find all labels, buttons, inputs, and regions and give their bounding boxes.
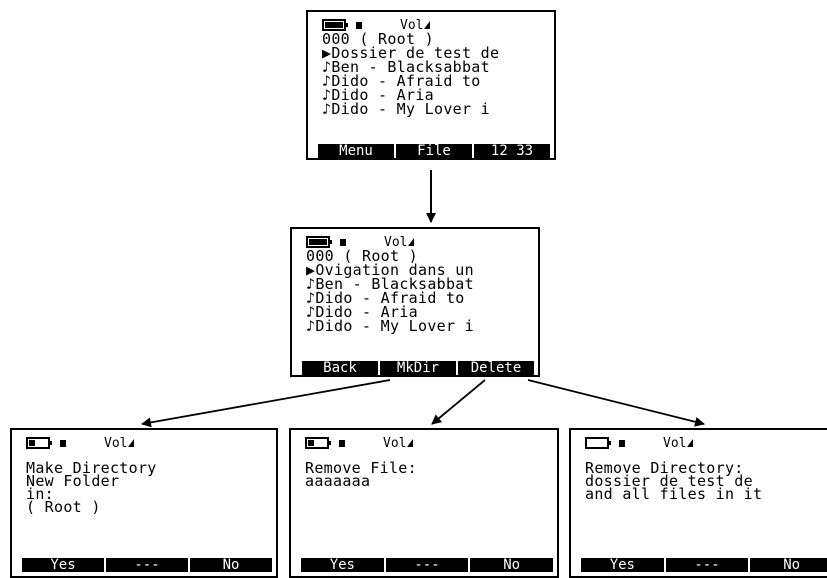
play-state-icon <box>60 439 66 447</box>
selection-cursor-icon: ▶ <box>306 261 316 279</box>
play-state-icon <box>339 439 345 447</box>
softkey-bar: Yes --- No <box>301 558 554 572</box>
no-button[interactable]: No <box>190 558 272 572</box>
softkey-bar: Yes --- No <box>22 558 272 572</box>
volume-icon <box>407 438 414 447</box>
yes-button[interactable]: Yes <box>581 558 664 572</box>
list-item-selected[interactable]: ▶Dossier de test de <box>322 44 550 62</box>
volume-icon <box>687 438 694 447</box>
battery-icon <box>322 19 348 31</box>
softkey-file[interactable]: File <box>396 144 472 158</box>
no-button[interactable]: No <box>750 558 827 572</box>
screen-middle: Vol 000 ( Root ) ▶Ovigation dans un♪Ben … <box>290 227 540 377</box>
list-item[interactable]: ♪Dido - My Lover i <box>306 317 534 335</box>
list-item-label: Ben - Blacksabbat <box>315 275 474 293</box>
list-item[interactable]: ♪Dido - Aria <box>322 86 550 104</box>
list-item-label: Ovigation dans un <box>315 261 474 279</box>
softkey-back[interactable]: Back <box>302 361 378 375</box>
softkey-bar: Back MkDir Delete <box>302 361 534 375</box>
list-item-label: Dido - Afraid to <box>331 72 481 90</box>
status-bar: Vol <box>322 18 550 33</box>
blank-softkey[interactable]: --- <box>385 558 469 572</box>
volume-icon <box>408 237 415 246</box>
arrow-middle-to-remove-dir <box>527 379 705 427</box>
dialog-line: dossier de test de <box>585 472 753 490</box>
list-item-label: Dido - My Lover i <box>331 100 490 118</box>
softkey-bar: Yes --- No <box>581 558 827 572</box>
no-button[interactable]: No <box>470 558 554 572</box>
status-bar: Vol <box>305 436 553 451</box>
battery-icon <box>305 437 331 449</box>
music-note-icon: ♪ <box>306 303 316 321</box>
dialog-remove-file: Vol Remove File: aaaaaaa Yes --- No <box>289 428 559 578</box>
volume-indicator: Vol <box>384 235 415 250</box>
music-note-icon: ♪ <box>322 86 332 104</box>
selection-cursor-icon: ▶ <box>322 44 332 62</box>
folder-path: 000 ( Root ) <box>322 30 434 48</box>
blank-softkey[interactable]: --- <box>665 558 749 572</box>
volume-indicator: Vol <box>383 436 414 451</box>
list-item[interactable]: ♪Dido - Aria <box>306 303 534 321</box>
arrow-middle-to-mkdir <box>141 379 391 428</box>
volume-icon <box>424 20 431 29</box>
dialog-line: Remove File: <box>305 459 417 477</box>
folder-path: 000 ( Root ) <box>306 247 418 265</box>
screen-top: Vol 000 ( Root ) ▶Dossier de test de♪Ben… <box>306 10 556 160</box>
music-note-icon: ♪ <box>306 289 316 307</box>
volume-indicator: Vol <box>663 436 694 451</box>
softkey-menu[interactable]: Menu <box>318 144 394 158</box>
list-item-label: Ben - Blacksabbat <box>331 58 490 76</box>
music-note-icon: ♪ <box>306 275 316 293</box>
blank-softkey[interactable]: --- <box>106 558 188 572</box>
arrow-middle-to-remove-file <box>431 379 486 425</box>
volume-icon <box>128 438 135 447</box>
play-state-icon <box>356 21 362 29</box>
music-note-icon: ♪ <box>322 72 332 90</box>
softkey-bar: Menu File 12 33 <box>318 144 550 158</box>
list-item-selected[interactable]: ▶Ovigation dans un <box>306 261 534 279</box>
battery-icon <box>306 236 332 248</box>
list-item[interactable]: ♪Dido - Afraid to <box>322 72 550 90</box>
softkey-delete[interactable]: Delete <box>458 361 534 375</box>
list-item-label: Dido - My Lover i <box>315 317 474 335</box>
music-note-icon: ♪ <box>322 100 332 118</box>
status-bar: Vol <box>306 235 534 250</box>
dialog-line: Make Directory <box>26 459 157 477</box>
list-item[interactable]: ♪Dido - Afraid to <box>306 289 534 307</box>
list-item-label: Dossier de test de <box>331 44 500 62</box>
status-bar: Vol <box>26 436 272 451</box>
list-item[interactable]: ♪Ben - Blacksabbat <box>322 58 550 76</box>
list-item-label: Dido - Afraid to <box>315 289 465 307</box>
dialog-line: Remove Directory: <box>585 459 744 477</box>
dialog-line: in: <box>26 485 54 503</box>
softkey-mkdir[interactable]: MkDir <box>380 361 456 375</box>
battery-icon <box>26 437 52 449</box>
play-state-icon <box>619 439 625 447</box>
dialog-line: ( Root ) <box>26 498 101 516</box>
list-item-label: Dido - Aria <box>331 86 434 104</box>
yes-button[interactable]: Yes <box>301 558 384 572</box>
volume-indicator: Vol <box>400 18 431 33</box>
list-item[interactable]: ♪Dido - My Lover i <box>322 100 550 118</box>
music-note-icon: ♪ <box>306 317 316 335</box>
volume-indicator: Vol <box>104 436 135 451</box>
music-note-icon: ♪ <box>322 58 332 76</box>
dialog-make-directory: Vol Make Directory New Folder in: ( Root… <box>10 428 278 578</box>
softkey-clock[interactable]: 12 33 <box>474 144 550 158</box>
dialog-line: aaaaaaa <box>305 472 371 490</box>
dialog-remove-directory: Vol Remove Directory: dossier de test de… <box>569 428 827 578</box>
dialog-line: and all files in it <box>585 485 763 503</box>
yes-button[interactable]: Yes <box>22 558 104 572</box>
dialog-line: New Folder <box>26 472 120 490</box>
battery-icon <box>585 437 611 449</box>
status-bar: Vol <box>585 436 827 451</box>
play-state-icon <box>340 238 346 246</box>
list-item-label: Dido - Aria <box>315 303 418 321</box>
list-item[interactable]: ♪Ben - Blacksabbat <box>306 275 534 293</box>
